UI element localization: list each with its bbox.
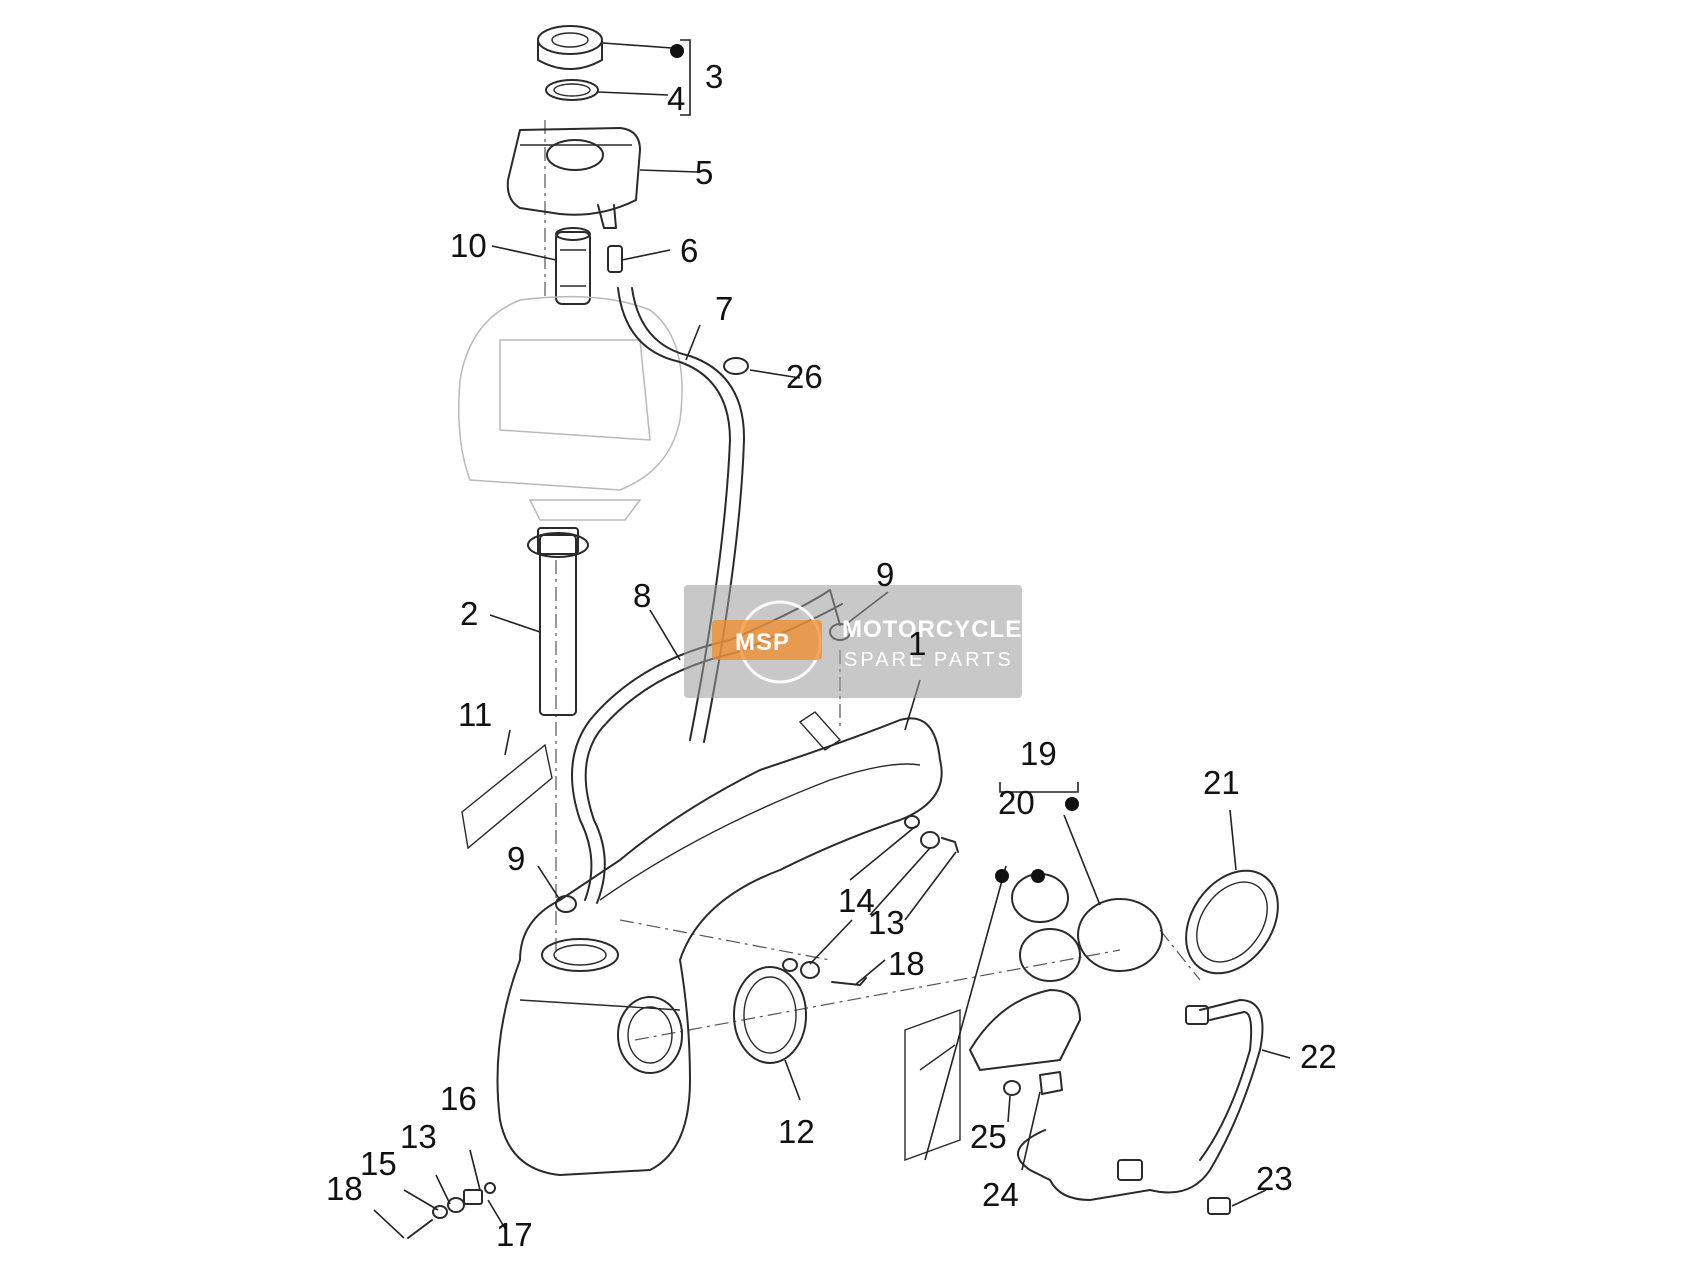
callout-8: 8: [633, 577, 651, 614]
part-mount-hardware: [407, 1182, 496, 1239]
callout-18-mid: 18: [888, 945, 925, 982]
callout-13-mid: 13: [868, 904, 905, 941]
part-hose-fitting: [607, 245, 623, 273]
callout-17: 17: [496, 1216, 533, 1253]
callout-15: 15: [360, 1145, 397, 1182]
part-seal-ring: [545, 79, 599, 101]
callout-10: 10: [450, 227, 487, 264]
watermark-logo: MSP: [735, 629, 790, 656]
callout-9-left: 9: [507, 840, 525, 877]
callout-18-low: 18: [326, 1170, 363, 1207]
leader-lines: [373, 39, 1291, 1239]
callout-26: 26: [786, 358, 823, 395]
callout-22: 22: [1300, 1038, 1337, 1075]
part-hose-clip-26: [723, 357, 749, 375]
part-fuel-pump-assembly: [904, 873, 1163, 1161]
part-filler-cap: [537, 25, 603, 70]
callout-3: 3: [705, 58, 723, 95]
callout-12: 12: [778, 1113, 815, 1150]
part-fuel-tank: [496, 711, 943, 1176]
part-tank-ring: [733, 966, 807, 1064]
callout-25: 25: [970, 1118, 1007, 1155]
callout-2: 2: [460, 595, 478, 632]
callout-23: 23: [1256, 1160, 1293, 1197]
part-small-clips: [1003, 1071, 1231, 1215]
callout-5: 5: [695, 154, 713, 191]
callout-14: 14: [838, 882, 875, 919]
callout-11: 11: [458, 696, 492, 733]
watermark-line2: SPARE PARTS: [844, 649, 1014, 671]
callout-6: 6: [680, 232, 698, 269]
callout-20: 20: [998, 784, 1035, 821]
callout-7: 7: [715, 290, 733, 327]
watermark-line1: MOTORCYCLE: [842, 616, 1022, 643]
callout-labels: 3 4 5 10 6 7 26 9 8 2 1 11 19 21 20 9 14…: [326, 58, 1337, 1253]
callout-4: 4: [667, 80, 685, 117]
callout-16: 16: [440, 1080, 477, 1117]
callout-19: 19: [1020, 735, 1057, 772]
part-gasket-sheet: [461, 743, 553, 850]
part-filler-tray: [506, 127, 641, 229]
part-wiring-harness: [1017, 999, 1264, 1201]
part-filler-tube: [555, 227, 591, 305]
part-lock-ring: [1185, 869, 1279, 975]
callout-21: 21: [1203, 764, 1240, 801]
callout-24: 24: [982, 1176, 1019, 1213]
callout-9-top: 9: [876, 556, 894, 593]
callout-1: 1: [908, 625, 926, 662]
callout-13-low: 13: [400, 1118, 437, 1155]
watermark: MSP MOTORCYCLE SPARE PARTS: [684, 585, 1022, 698]
bullet-markers: [670, 44, 1079, 883]
part-fuel-level-sender: [527, 527, 589, 716]
